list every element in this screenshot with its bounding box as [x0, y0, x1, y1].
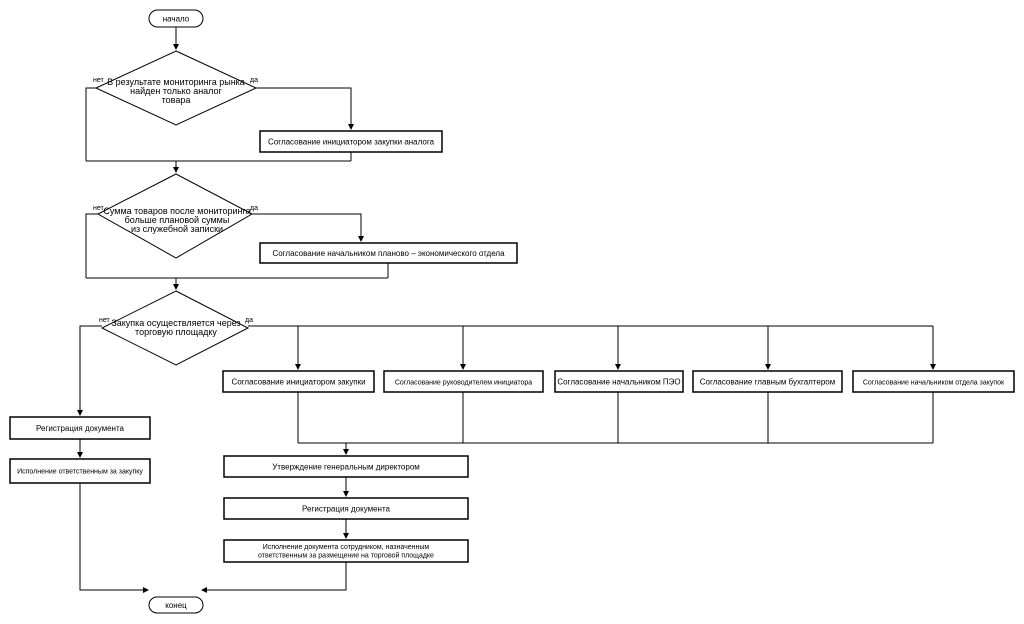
parallel-approval-procurement-head: Согласование начальником отдела закупок	[852, 370, 1015, 393]
peo-approval-label: Согласование начальником планово – эконо…	[272, 249, 505, 258]
parallel-approval-chief-accountant-label: Согласование главным бухгалтером	[700, 378, 835, 387]
execution-right-step: Исполнение документа сотрудником, назнач…	[223, 539, 469, 563]
end-label: конец	[165, 601, 187, 610]
director-approval-label: Утверждение генеральным директором	[272, 463, 420, 472]
decision-sum-exceeds: Сумма товаров после мониторинга больше п…	[93, 173, 258, 259]
parallel-approval-initiator-manager-label: Согласование руководителем инициатора	[395, 380, 532, 387]
analog-approval-step: Согласование инициатором закупки аналога	[259, 130, 443, 153]
decision-trading-platform: Закупка осуществляется через торговую пл…	[99, 290, 253, 366]
parallel-approval-procurement-head-label: Согласование начальником отдела закупок	[863, 380, 1005, 387]
registration-right-step: Регистрация документа	[223, 497, 469, 520]
parallel-approval-chief-accountant: Согласование главным бухгалтером	[692, 370, 843, 393]
decision-analog-found: В результате мониторинга рынка найден то…	[93, 50, 258, 126]
end-terminator: конец	[148, 596, 204, 614]
analog-approval-label: Согласование инициатором закупки аналога	[268, 138, 435, 147]
decision-sum-exceeds-line3: из служебной записки	[131, 224, 223, 234]
decision-analog-found-line2: найден только аналог	[130, 86, 222, 96]
decision-analog-found-line1: В результате мониторинга рынка	[107, 77, 245, 87]
decision-trading-platform-line1: Закупка осуществляется через	[111, 318, 240, 328]
execution-left-label: Исполнение ответственным за закупку	[17, 469, 143, 476]
director-approval-step: Утверждение генеральным директором	[223, 455, 469, 478]
decision-sum-exceeds-line1: Сумма товаров после мониторинга	[103, 206, 250, 216]
decision-analog-found-line3: товара	[162, 95, 191, 105]
decision-sum-exceeds-line2: больше плановой суммы	[125, 215, 230, 225]
execution-left-step: Исполнение ответственным за закупку	[9, 458, 151, 484]
registration-left-step: Регистрация документа	[9, 416, 151, 440]
decision-sum-exceeds-no-label: нет	[93, 205, 105, 212]
parallel-approval-peo-head-label: Согласование начальником ПЭО	[557, 378, 680, 387]
decision-trading-platform-line2: торговую площадку	[135, 327, 217, 337]
decision-analog-found-yes-label: да	[250, 77, 258, 84]
decision-trading-platform-no-label: нет	[99, 317, 111, 324]
decision-analog-found-no-label: нет	[93, 77, 105, 84]
parallel-approval-peo-head: Согласование начальником ПЭО	[554, 370, 684, 393]
parallel-approval-initiator-label: Согласование инициатором закупки	[231, 378, 365, 387]
parallel-approval-initiator: Согласование инициатором закупки	[222, 370, 375, 393]
connectors	[77, 27, 936, 593]
execution-right-line2: ответственным за размещение на торговой …	[258, 552, 434, 560]
execution-right-line1: Исполнение документа сотрудником, назнач…	[263, 544, 430, 551]
start-label: начало	[163, 15, 190, 24]
registration-left-label: Регистрация документа	[36, 424, 125, 433]
peo-approval-step: Согласование начальником планово – эконо…	[259, 242, 518, 264]
registration-right-label: Регистрация документа	[302, 505, 391, 514]
decision-trading-platform-yes-label: да	[245, 317, 253, 324]
parallel-approval-initiator-manager: Согласование руководителем инициатора	[383, 370, 544, 393]
decision-sum-exceeds-yes-label: да	[250, 205, 258, 212]
start-terminator: начало	[148, 9, 204, 28]
